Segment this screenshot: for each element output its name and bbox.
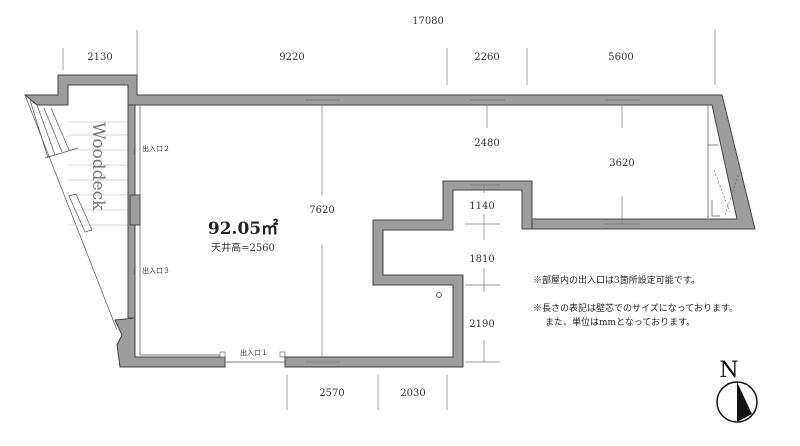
dim-top-4: 5600	[608, 52, 633, 63]
entrance-1: 出入口１	[240, 348, 268, 357]
dim-bottom-1: 2570	[319, 388, 344, 399]
room-area: 92.05㎡	[208, 218, 278, 239]
note-dimensions: ※長さの表記は壁芯でのサイズになっております。	[533, 302, 738, 314]
compass-label: N	[719, 358, 738, 383]
svg-text:出入口２: 出入口２	[142, 144, 170, 153]
note-units: また、単位はmmとなっております。	[545, 316, 695, 328]
dim-main-depth: 7620	[309, 205, 334, 216]
ceiling-height: 天井高=2560	[211, 241, 275, 254]
dim-seg3: 2190	[469, 319, 494, 330]
dim-total: 17080	[412, 16, 444, 27]
north-compass-icon: N	[716, 358, 758, 423]
vertical-dim-lines	[305, 99, 640, 363]
dim-seg1: 1140	[469, 201, 494, 212]
entrance-2: 出入口２	[133, 144, 170, 155]
dim-bottom-2: 2030	[400, 388, 425, 399]
dim-right-upper: 2480	[474, 138, 499, 149]
dim-top-2: 9220	[279, 52, 304, 63]
dim-top-3: 2260	[474, 52, 499, 63]
walls	[23, 74, 756, 368]
wood-deck: Wooddeck	[24, 94, 130, 331]
dim-seg2: 1810	[469, 254, 494, 265]
svg-text:出入口３: 出入口３	[142, 266, 170, 275]
svg-text:出入口１: 出入口１	[240, 348, 268, 357]
entrance-3: 出入口３	[133, 266, 170, 275]
deck-label: Wooddeck	[88, 122, 108, 211]
dim-right-room: 3620	[609, 158, 634, 169]
note-entrances: ※部屋内の出入口は3箇所設定可能です。	[533, 274, 700, 286]
dim-top-1: 2130	[87, 52, 112, 63]
